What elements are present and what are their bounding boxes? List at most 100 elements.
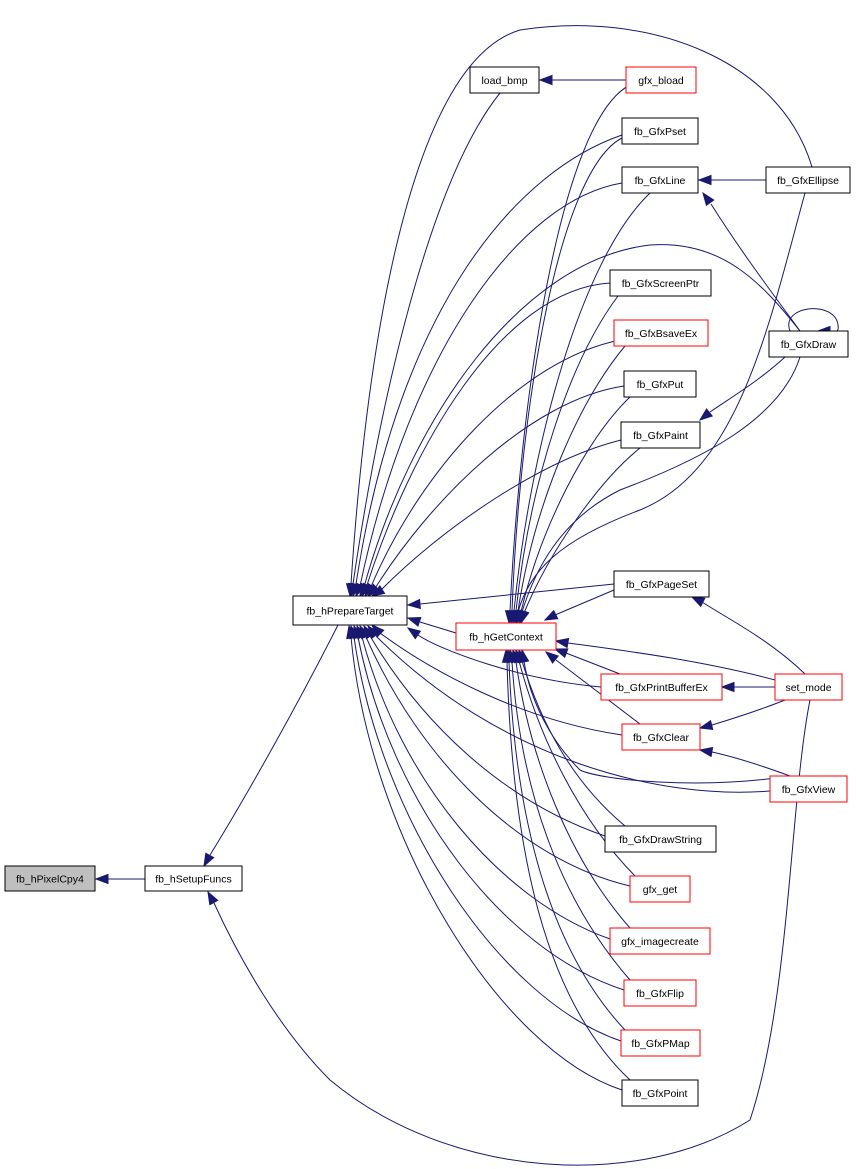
node-gfxpoint[interactable]: fb_GfxPoint [621, 1079, 699, 1107]
node-gfxclear[interactable]: fb_GfxClear [621, 723, 701, 751]
edge-line [363, 244, 801, 588]
edge-line [565, 652, 621, 675]
edge-line [509, 84, 631, 612]
edge-line [788, 308, 839, 334]
node-gfxprintbufferex[interactable]: fb_GfxPrintBufferEx [600, 673, 723, 701]
edge-line [520, 396, 631, 613]
node-gfxflip[interactable]: fb_GfxFlip [623, 979, 697, 1007]
node-preparetarget[interactable]: fb_hPrepareTarget [292, 595, 408, 626]
edge-set_mode-to-gfxpageset [690, 596, 806, 675]
edge-line [379, 632, 623, 736]
edge-gfx_bload-to-getcontext [504, 84, 631, 625]
node-gfxline[interactable]: fb_GfxLine [621, 166, 699, 194]
edge-line [513, 192, 651, 612]
node-label: fb_hPixelCpy4 [16, 874, 84, 886]
edge-line [511, 661, 631, 981]
node-gfxput[interactable]: fb_GfxPut [623, 370, 697, 398]
node-label: fb_GfxPut [637, 379, 684, 391]
node-gfx_imagecreate[interactable]: gfx_imagecreate [609, 927, 711, 955]
node-gfxdraw[interactable]: fb_GfxDraw [768, 330, 849, 358]
node-box [623, 979, 697, 1007]
edge-line [511, 137, 623, 612]
node-gfxpageset[interactable]: fb_GfxPageSet [613, 570, 710, 598]
node-gfxscreenptr[interactable]: fb_GfxScreenPtr [609, 269, 712, 297]
edge-line [350, 25, 813, 585]
arrowhead-icon [501, 648, 513, 663]
edge-gfxellipse-to-gfxline [697, 174, 766, 186]
node-load_bmp[interactable]: load_bmp [469, 66, 540, 94]
edge-gfxview-to-preparetarget [367, 624, 771, 793]
node-pixelcpy4: fb_hPixelCpy4 [4, 865, 96, 892]
node-gfxpmap[interactable]: fb_GfxPMap [620, 1029, 701, 1057]
edge-gfxdraw-to-gfxline [702, 191, 801, 332]
edge-gfxellipse-to-preparetarget [345, 25, 813, 598]
edge-line [359, 182, 623, 587]
node-gfxpaint[interactable]: fb_GfxPaint [620, 421, 701, 449]
edge-gfxbsaveex-to-preparetarget [364, 339, 621, 598]
node-label: fb_GfxLine [635, 175, 686, 187]
edge-gfxview-to-gfxclear [698, 746, 791, 777]
edge-line [521, 356, 801, 613]
edge-gfxline-to-preparetarget [355, 182, 623, 598]
edge-gfxclear-to-getcontext [544, 651, 641, 725]
edge-set_mode-to-setupfuncs [207, 699, 811, 1166]
edge-line [506, 661, 631, 1081]
edge-gfxellipse-to-getcontext [513, 192, 806, 625]
node-gfxdrawstring[interactable]: fb_GfxDrawString [604, 825, 717, 853]
edge-line [365, 636, 631, 887]
node-label: gfx_imagecreate [621, 936, 699, 948]
node-box [613, 319, 709, 347]
edge-line [369, 635, 606, 837]
edge-preparetarget-to-setupfuncs [203, 624, 339, 868]
edge-line [353, 636, 622, 1042]
edge-gfxpaint-to-preparetarget [370, 439, 622, 597]
node-label: fb_GfxDrawString [619, 834, 702, 846]
node-gfxview[interactable]: fb_GfxView [769, 775, 848, 803]
node-box [613, 570, 710, 598]
edge-line [523, 447, 641, 614]
node-box [609, 269, 712, 297]
edge-line [361, 636, 611, 940]
edge-getcontext-to-preparetarget [406, 616, 457, 634]
arrowhead-icon [553, 648, 569, 659]
node-gfxellipse[interactable]: fb_GfxEllipse [765, 166, 851, 194]
edge-line [517, 345, 626, 612]
edge-line [518, 660, 636, 877]
edge-gfxput-to-getcontext [516, 396, 631, 625]
edge-line [710, 203, 801, 332]
node-box [469, 66, 540, 94]
node-box [629, 875, 691, 903]
arrowhead-icon [406, 598, 421, 610]
node-box [292, 595, 408, 626]
edge-gfxscreenptr-to-preparetarget [361, 282, 611, 598]
arrowhead-icon [698, 746, 714, 758]
edge-set_mode-to-getcontext [554, 637, 776, 681]
node-label: set_mode [785, 682, 831, 694]
node-gfx_get[interactable]: gfx_get [629, 875, 691, 903]
node-gfx_bload[interactable]: gfx_bload [625, 66, 697, 94]
node-box [621, 166, 699, 194]
nodes-layer: fb_hPixelCpy4 fb_hSetupFuncs fb_hPrepareTa… [4, 66, 851, 1107]
arrowhead-icon [698, 408, 714, 421]
node-label: fb_hGetContext [469, 632, 543, 644]
node-setupfuncs[interactable]: fb_hSetupFuncs [144, 865, 243, 892]
arrowhead-icon [346, 624, 357, 640]
arrowhead-icon [720, 681, 735, 693]
node-getcontext[interactable]: fb_hGetContext [455, 622, 557, 651]
edge-gfxline-to-getcontext [508, 192, 651, 625]
arrowhead-icon [406, 616, 422, 627]
node-box [620, 421, 701, 449]
node-set_mode[interactable]: set_mode [774, 673, 843, 701]
edge-line [350, 636, 623, 1091]
edge-gfx_get-to-preparetarget [359, 624, 631, 887]
edge-line [555, 659, 641, 725]
edge-line [711, 699, 786, 726]
edge-line [419, 583, 615, 605]
node-gfxpset[interactable]: fb_GfxPset [621, 117, 699, 145]
arrowhead-icon [406, 627, 422, 640]
node-box [144, 865, 243, 892]
node-box [769, 775, 848, 803]
arrowhead-icon [370, 584, 386, 597]
edge-gfxprintbufferex-to-preparetarget [406, 627, 602, 688]
node-gfxbsaveex[interactable]: fb_GfxBsaveEx [613, 319, 709, 347]
